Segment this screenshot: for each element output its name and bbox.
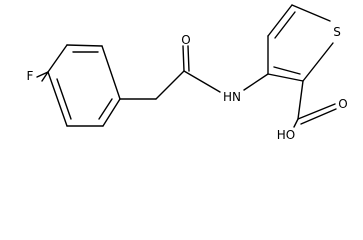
ring-bond <box>302 42 334 82</box>
ring-double-bond <box>274 11 296 39</box>
chemical-structure-diagram: F O HN S O HO <box>27 4 348 142</box>
ring-double-bond <box>56 78 72 120</box>
carboxyl-oh-bond <box>293 118 299 128</box>
ring-bond <box>267 73 304 82</box>
ring-carboxyl-bond <box>297 80 304 120</box>
ch2-carbonyl-bond <box>155 70 185 100</box>
ring-double-bond <box>273 66 301 75</box>
ring-bond <box>66 44 103 47</box>
ring-bond <box>267 4 293 37</box>
hydroxyl-label: HO <box>277 128 295 142</box>
fluorine-atom-label: F <box>27 69 34 83</box>
ring-bond <box>102 98 121 127</box>
carbonyl-double-bond <box>182 45 185 72</box>
ring-double-bond <box>98 98 113 120</box>
ring-bond <box>291 4 331 22</box>
ring-bond <box>101 45 121 100</box>
amide-nitrogen-label: HN <box>223 90 241 104</box>
carbonyl-double-bond <box>187 45 190 72</box>
thiophene-ring <box>267 4 334 82</box>
c-f-bond <box>36 71 49 78</box>
carboxyl-oxygen-label: O <box>338 97 347 111</box>
nitrogen-thiophene-bond <box>243 73 269 91</box>
ring-bond <box>47 71 68 127</box>
carbonyl-oxygen-label: O <box>181 33 190 47</box>
fluorophenyl-ring <box>41 44 121 127</box>
ring-bond <box>47 44 68 73</box>
carboxyl-double-bond <box>300 108 337 125</box>
carbonyl-nitrogen-bond <box>183 70 221 93</box>
thiophene-sulfur-label: S <box>333 25 341 39</box>
carboxyl-double-bond <box>297 103 336 120</box>
ring-bond <box>41 71 49 82</box>
